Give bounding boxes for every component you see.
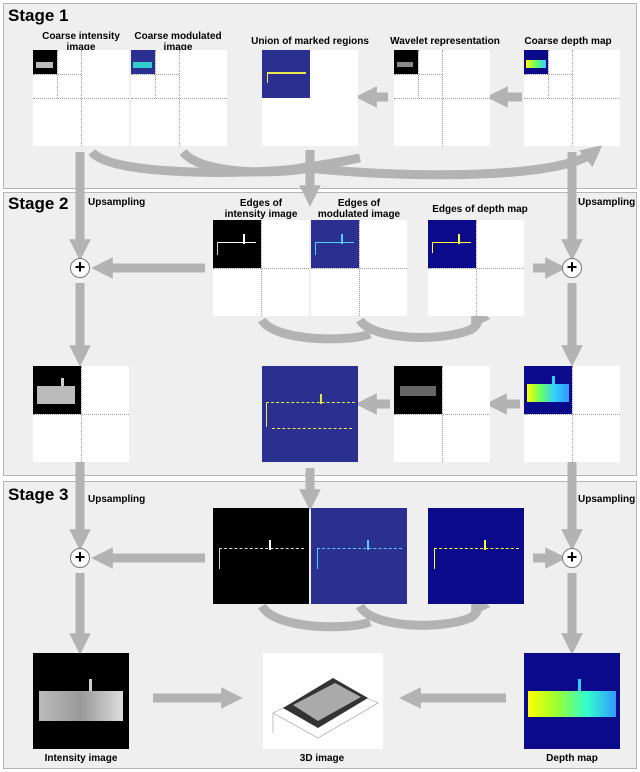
sum-node-left-stage3: + <box>70 548 90 568</box>
sum-node-right-stage3: + <box>562 548 582 568</box>
label-union-marked: Union of marked regions <box>251 36 369 47</box>
edges-modulated-full <box>311 508 407 604</box>
intensity-image <box>33 653 129 749</box>
label-edges-modulated: Edges of modulated image <box>317 198 401 220</box>
coarse-modulated-image <box>131 50 227 146</box>
label-upsampling-right-1: Upsampling <box>578 197 636 208</box>
marked-edge-map-image <box>262 366 358 462</box>
depth-map-image <box>524 653 620 749</box>
arrow-curve-s3-b <box>356 592 491 630</box>
upsampled-intensity-image <box>33 366 129 462</box>
sum-node-left-stage2: + <box>70 258 90 278</box>
label-upsampling-left-2: Upsampling <box>88 494 146 505</box>
edges-modulated-image <box>311 220 407 316</box>
edges-intensity-full <box>213 508 309 604</box>
label-edges-depth: Edges of depth map <box>432 204 528 215</box>
label-wavelet-repr: Wavelet representation <box>390 36 500 47</box>
label-upsampling-right-2: Upsampling <box>578 494 636 505</box>
union-marked-regions-image <box>262 50 310 98</box>
label-edges-intensity: Edges of intensity image <box>224 198 298 220</box>
stage-2-title: Stage 2 <box>8 194 69 213</box>
3d-surface-plot <box>272 678 379 739</box>
label-coarse-intensity: Coarse intensity image <box>42 31 120 53</box>
arrow-curve-s3-a <box>258 603 372 632</box>
upsampled-depth-map-image <box>524 366 620 462</box>
arrow-curve-s2-a <box>258 317 372 344</box>
label-coarse-depth: Coarse depth map <box>524 36 612 47</box>
label-intensity-image: Intensity image <box>44 753 118 764</box>
label-depth-map: Depth map <box>546 753 598 764</box>
edges-depth-image <box>428 220 524 316</box>
stage-3-title: Stage 3 <box>8 485 69 504</box>
sum-node-right-stage2: + <box>562 258 582 278</box>
union-marked-frame-right <box>310 50 358 98</box>
union-marked-frame <box>262 98 358 146</box>
3d-image <box>263 653 383 749</box>
arrow-curve-s2-b <box>356 304 491 342</box>
wavelet-representation-stage2 <box>394 366 490 462</box>
label-coarse-modulated: Coarse modulated image <box>134 31 222 53</box>
label-3d-image: 3D image <box>299 753 345 764</box>
coarse-intensity-image <box>33 50 129 146</box>
stage-1-title: Stage 1 <box>8 6 69 25</box>
arrow-curve-modulated <box>179 148 311 177</box>
label-upsampling-left-1: Upsampling <box>88 197 146 208</box>
wavelet-representation-image <box>394 50 490 146</box>
coarse-intensity-thumb <box>33 50 57 74</box>
coarse-depth-map-image <box>524 50 620 146</box>
edges-depth-full <box>428 508 524 604</box>
coarse-modulated-thumb <box>131 50 155 74</box>
edges-intensity-image <box>213 220 309 316</box>
